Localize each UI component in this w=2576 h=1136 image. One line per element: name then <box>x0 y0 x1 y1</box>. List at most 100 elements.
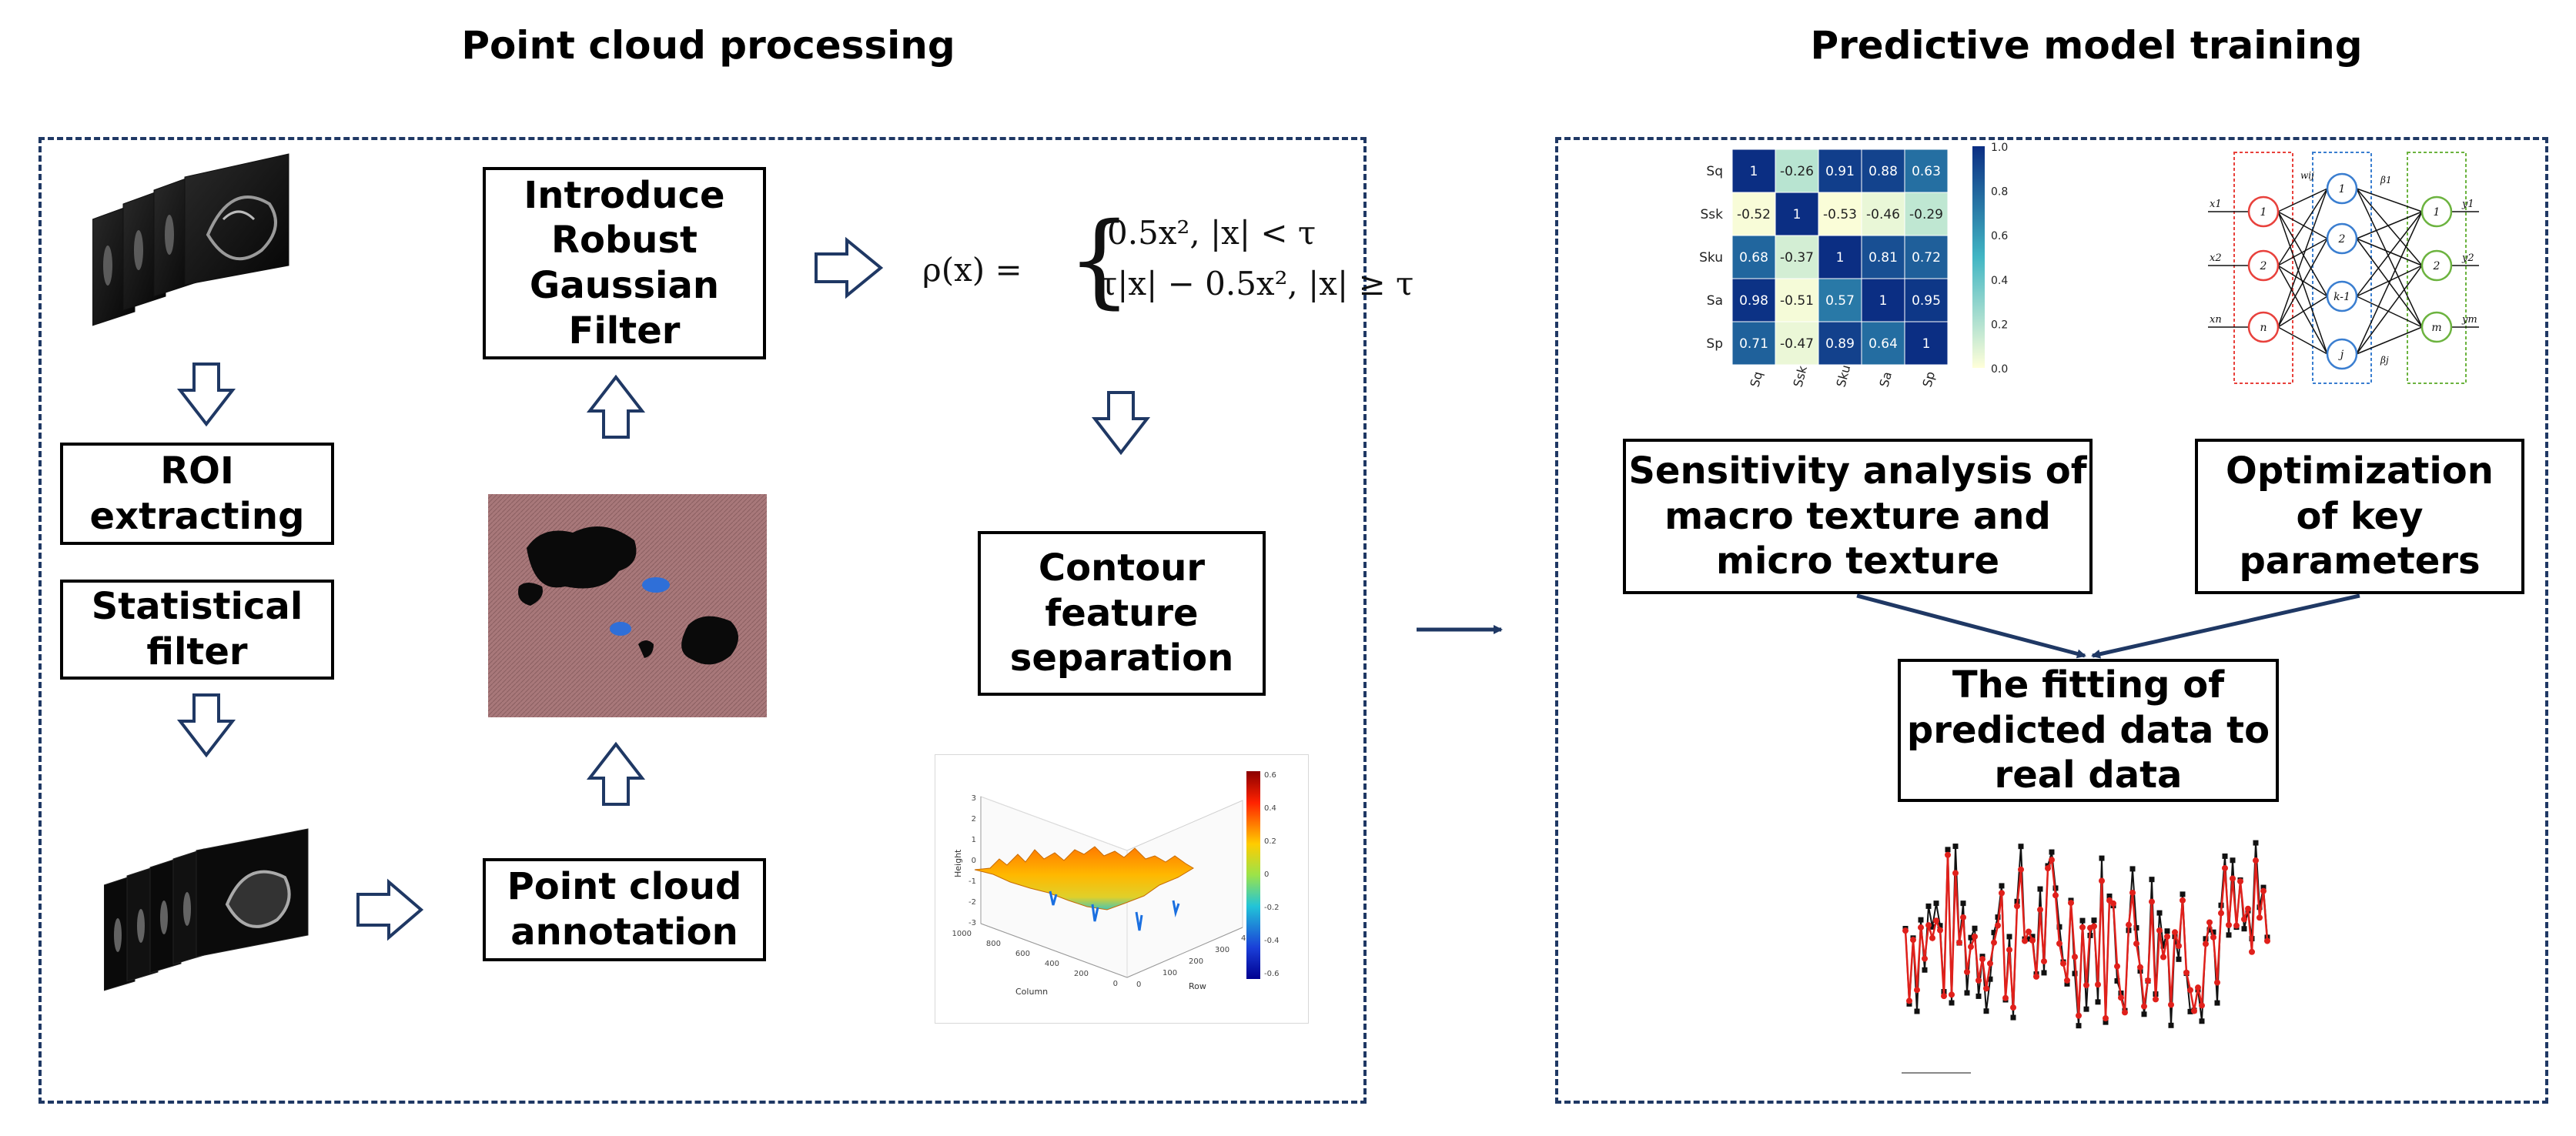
predicted-data-point <box>2099 877 2105 884</box>
heatmap-cell <box>1904 278 1949 322</box>
nn-hidden-node <box>2326 338 2358 370</box>
surface-plot: 1000800600400200001002003004003210-1-2-3… <box>935 754 1309 1024</box>
predicted-data-point <box>1972 933 1978 940</box>
real-data-point <box>2029 934 2036 940</box>
real-data-point <box>2091 917 2097 924</box>
real-data-point <box>2010 1014 2016 1021</box>
heatmap-row-label: Sp <box>1706 336 1723 352</box>
real-data-point <box>2095 999 2101 1005</box>
heatmap-value: 1 <box>1750 164 1758 179</box>
predicted-data-point <box>1929 934 1935 941</box>
heatmap-cell <box>1818 192 1862 236</box>
real-data-point <box>2037 886 2043 892</box>
predicted-data-point <box>2214 979 2220 986</box>
nn-hidden-node <box>2326 280 2358 312</box>
nn-output-label: ym <box>2461 314 2477 326</box>
optimization-parameters-box: Optimization of key parameters <box>2195 439 2524 594</box>
nn-hidden-node-label: j <box>2338 349 2344 361</box>
real-data-point <box>2026 936 2032 942</box>
real-data-point <box>2260 884 2267 890</box>
predicted-data-point <box>2237 878 2243 885</box>
heatmap-value: 0.89 <box>1825 336 1855 352</box>
nn-input-label: x1 <box>2210 199 2222 210</box>
heatmap-value: -0.52 <box>1737 207 1771 222</box>
formula-brace: { <box>1067 201 1132 319</box>
predicted-data-point <box>2002 994 2009 1001</box>
surface-z-tick: 1 <box>972 836 976 844</box>
point-cloud-annotation-box: Point cloud annotation <box>483 858 766 961</box>
predicted-data-point <box>2091 923 2097 930</box>
heatmap-value: 1 <box>1793 207 1802 222</box>
heatmap-colorbar-tick: 0.4 <box>1991 275 2008 287</box>
predicted-data-point <box>2022 937 2028 944</box>
predicted-data-point <box>2083 982 2089 989</box>
nn-connection <box>2277 296 2328 328</box>
nn-weight-label: β1 <box>2380 175 2392 185</box>
predicted-data-point <box>2045 865 2051 872</box>
heatmap-value: 0.63 <box>1912 164 1941 179</box>
nn-connection <box>2277 265 2328 355</box>
surface-y-tick: 0 <box>1136 981 1141 989</box>
real-data-point <box>1975 993 1982 999</box>
real-data-point <box>1960 900 1966 907</box>
heatmap-col-label: Sp <box>1920 369 1939 389</box>
nn-connection <box>2356 238 2423 266</box>
heatmap-col-label: Sq <box>1748 369 1766 389</box>
hollow-arrow-down-2 <box>176 693 236 758</box>
hollow-arrow-down-1 <box>176 363 236 427</box>
predicted-data-point <box>1945 851 1951 858</box>
heatmap-value: 0.91 <box>1825 164 1855 179</box>
nn-connection <box>2277 238 2328 266</box>
real-data-point <box>2160 943 2166 949</box>
heatmap-value: -0.37 <box>1780 250 1814 266</box>
heatmap-value: 0.57 <box>1825 293 1855 309</box>
predicted-data-point <box>1991 939 1997 946</box>
heatmap-value: 1 <box>1836 250 1845 266</box>
real-data-point <box>1918 917 1924 923</box>
nn-weight-label: βj <box>2380 355 2389 366</box>
hollow-arrow-right-2 <box>815 236 884 299</box>
heatmap-cell <box>1775 149 1819 193</box>
real-data-point <box>1964 990 1970 996</box>
nn-connection <box>2356 326 2423 355</box>
predicted-data-point <box>2118 994 2124 1001</box>
real-data-point <box>1995 914 2001 920</box>
predicted-data-point <box>1968 944 1974 951</box>
predicted-data-point <box>2033 973 2039 980</box>
nn-connection <box>2356 211 2423 297</box>
nn-hidden-node <box>2326 222 2358 255</box>
predicted-data-point <box>2199 1002 2205 1009</box>
predicted-data-point <box>2226 921 2232 928</box>
surface-x-tick: 600 <box>1015 950 1030 958</box>
heatmap-value: 0.88 <box>1868 164 1898 179</box>
real-data-point <box>2141 1011 2147 1017</box>
left-panel-title: Point cloud processing <box>461 23 955 68</box>
heatmap-cell <box>1731 192 1776 236</box>
surface-y-tick: 100 <box>1163 969 1177 977</box>
real-data-point <box>1922 967 1928 973</box>
statistical-filter-box: Statistical filter <box>60 580 334 680</box>
heatmap-value: -0.53 <box>1823 207 1857 222</box>
predicted-data-point <box>2210 934 2216 941</box>
predicted-data-point <box>2137 964 2143 971</box>
real-data-point <box>2114 978 2120 984</box>
surface-colorbar-tick: -0.4 <box>1264 937 1280 945</box>
heatmap-value: -0.26 <box>1780 164 1814 179</box>
real-data-point <box>1937 923 1943 929</box>
real-data-point <box>2076 1023 2082 1029</box>
nn-output-node <box>2420 311 2453 343</box>
formula-lhs: ρ(x) = <box>922 251 1022 289</box>
heatmap-value: 0.98 <box>1739 293 1768 309</box>
heatmap-value: -0.46 <box>1866 207 1900 222</box>
heatmap-cell <box>1861 192 1905 236</box>
heatmap-value: 0.95 <box>1912 293 1941 309</box>
nn-input-label: x2 <box>2210 252 2222 264</box>
predicted-data-point <box>2172 929 2178 936</box>
nn-connection <box>2277 211 2328 297</box>
predicted-data-point <box>1952 870 1959 877</box>
heatmap-colorbar-tick: 0.6 <box>1991 230 2008 242</box>
predicted-data-point <box>1906 997 1912 1004</box>
predicted-data-point <box>2164 933 2170 940</box>
predicted-data-point <box>2010 1004 2016 1011</box>
predicted-data-point <box>1987 960 1993 967</box>
